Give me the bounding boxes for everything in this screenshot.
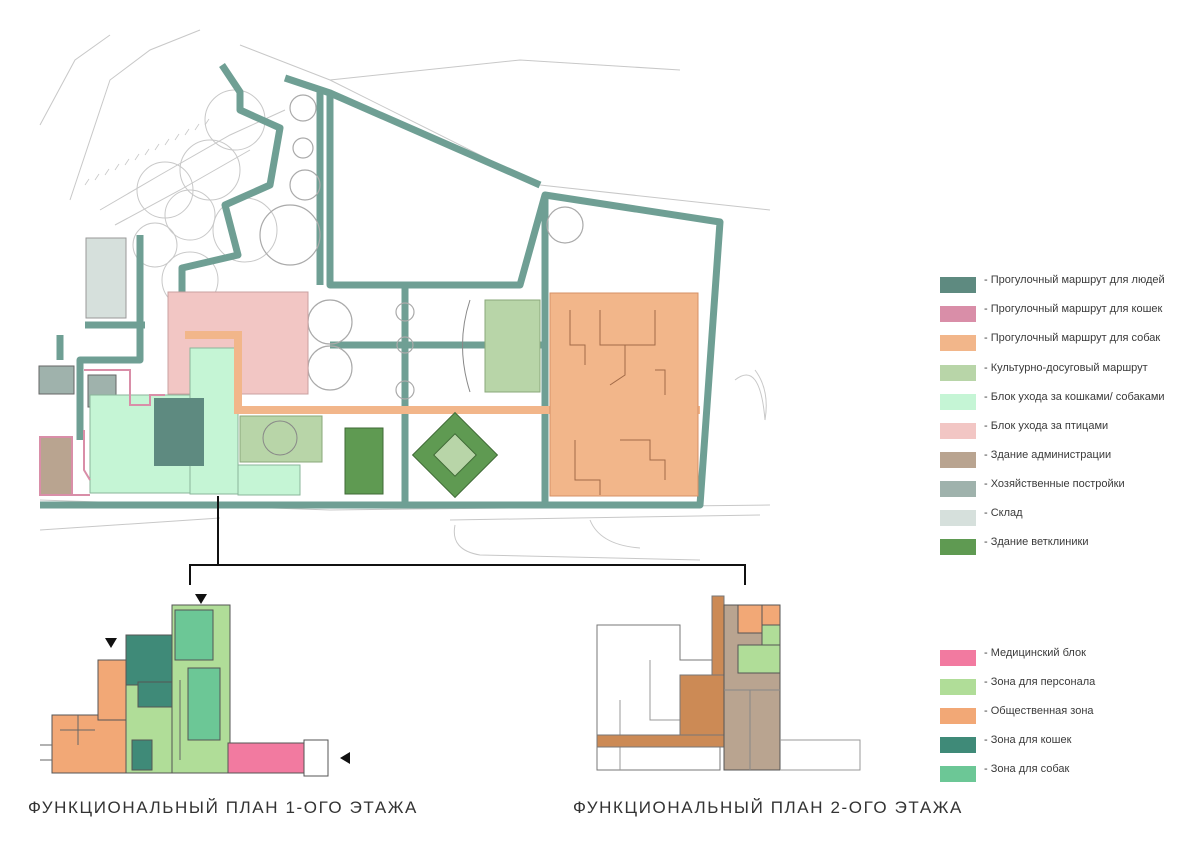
legend-swatch bbox=[940, 335, 976, 351]
legend-item: - Культурно-досуговый маршрут bbox=[940, 361, 1170, 387]
legend-label: - Прогулочный маршрут для людей bbox=[984, 274, 1165, 286]
legend-swatch bbox=[940, 510, 976, 526]
legend-item: - Общественная зона bbox=[940, 704, 1170, 730]
legend-item: - Медицинский блок bbox=[940, 646, 1170, 672]
legend-item: - Зона для персонала bbox=[940, 675, 1170, 701]
legend-label: - Зона для персонала bbox=[984, 676, 1096, 688]
dog-walking-route bbox=[185, 331, 700, 414]
second-floor-plan bbox=[596, 595, 861, 771]
legend-item: - Прогулочный маршрут для людей bbox=[940, 273, 1170, 299]
legend-label: - Культурно-досуговый маршрут bbox=[984, 362, 1148, 374]
legend-label: - Хозяйственные постройки bbox=[984, 478, 1125, 490]
legend-item: - Прогулочный маршрут для кошек bbox=[940, 302, 1170, 328]
entrance-arrow-icon bbox=[105, 638, 117, 648]
connector-lines bbox=[189, 496, 746, 585]
legend-label: - Здание администрации bbox=[984, 449, 1112, 461]
legend-label: - Зона для собак bbox=[984, 763, 1070, 775]
legend-label: - Прогулочный маршрут для собак bbox=[984, 332, 1161, 344]
dog-walking-area bbox=[549, 292, 699, 497]
legend-label: - Общественная зона bbox=[984, 705, 1094, 717]
first-floor-plan bbox=[40, 604, 329, 777]
cultural-route-area bbox=[239, 415, 323, 463]
first-floor-plan-title: ФУНКЦИОНАЛЬНЫЙ ПЛАН 1-ОГО ЭТАЖА bbox=[28, 798, 418, 817]
legend-label: - Прогулочный маршрут для кошек bbox=[984, 303, 1163, 315]
legend-item: - Зона для кошек bbox=[940, 733, 1170, 759]
legend-swatch bbox=[940, 423, 976, 439]
legend-swatch bbox=[940, 365, 976, 381]
entrance-arrow-icon bbox=[340, 752, 350, 764]
administration-building bbox=[39, 436, 73, 496]
legend-item: - Хозяйственные постройки bbox=[940, 477, 1170, 503]
legend-item: - Блок ухода за кошками/ собаками bbox=[940, 390, 1170, 416]
entrance-arrow-icon bbox=[195, 594, 207, 604]
legend-swatch bbox=[940, 708, 976, 724]
legend-item: - Здание ветклиники bbox=[940, 535, 1170, 561]
legend-swatch bbox=[940, 737, 976, 753]
legend-label: - Блок ухода за птицами bbox=[984, 420, 1109, 432]
legend-swatch bbox=[940, 766, 976, 782]
cat-walking-route bbox=[39, 369, 165, 496]
legend-swatch bbox=[940, 277, 976, 293]
legend-item: - Здание администрации bbox=[940, 448, 1170, 474]
legend-swatch bbox=[940, 452, 976, 468]
legend-label: - Блок ухода за кошками/ собаками bbox=[984, 391, 1165, 403]
legend-label: - Склад bbox=[984, 507, 1023, 519]
amphitheater bbox=[484, 299, 541, 393]
legend-item: - Зона для собак bbox=[940, 762, 1170, 788]
cat-dog-care-block bbox=[237, 464, 301, 496]
vet-clinic-building bbox=[344, 427, 384, 495]
second-floor-plan-title: ФУНКЦИОНАЛЬНЫЙ ПЛАН 2-ОГО ЭТАЖА bbox=[573, 798, 963, 817]
legend-item: - Склад bbox=[940, 506, 1170, 532]
legend-swatch bbox=[940, 650, 976, 666]
legend-swatch bbox=[940, 481, 976, 497]
parking-hatch bbox=[84, 118, 210, 186]
legend-swatch bbox=[940, 394, 976, 410]
legend-label: - Медицинский блок bbox=[984, 647, 1086, 659]
storage-building bbox=[85, 237, 127, 319]
legend-label: - Здание ветклиники bbox=[984, 536, 1089, 548]
cat-route-building bbox=[154, 398, 204, 466]
legend-swatch bbox=[940, 679, 976, 695]
legend-swatch bbox=[940, 306, 976, 322]
utility-building bbox=[38, 365, 75, 395]
legend-swatch bbox=[940, 539, 976, 555]
legend-label: - Зона для кошек bbox=[984, 734, 1072, 746]
legend-item: - Прогулочный маршрут для собак bbox=[940, 331, 1170, 357]
legend-item: - Блок ухода за птицами bbox=[940, 419, 1170, 445]
